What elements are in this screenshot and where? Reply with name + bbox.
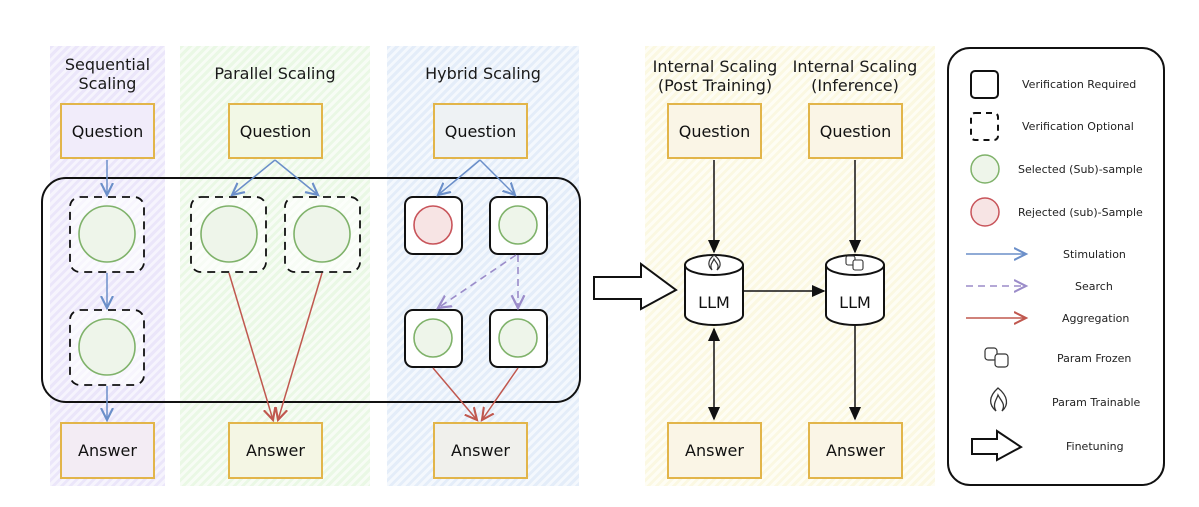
selected-sample-node [78,318,136,376]
frozen-dice-icon [845,255,864,271]
flame-icon [708,254,721,271]
internal-inference-title: Internal Scaling (Inference) [792,57,918,95]
aggregation-arrow [482,367,519,420]
internal-post-answer-box: Answer [667,422,762,479]
legend-label: Finetuning [1066,440,1124,453]
legend-label: Param Trainable [1052,396,1141,409]
internal-inference-question-box: Question [808,103,903,159]
parallel-answer-box: Answer [228,422,323,479]
stimulation-arrow [438,159,481,195]
llm-trainable-label: LLM [698,293,730,312]
legend-label: Selected (Sub)-sample [1018,163,1143,176]
internal-inference-answer-box: Answer [808,422,903,479]
legend-label: Verification Required [1022,78,1137,91]
legend-label: Param Frozen [1057,352,1132,365]
selected-sample-node [78,205,136,263]
llm-frozen-cylinder [825,254,885,326]
rejected-sample-node [413,205,453,245]
legend-label: Search [1075,280,1113,293]
answer-label: Answer [78,441,137,460]
search-arrow [438,254,517,308]
answer-label: Answer [685,441,744,460]
legend-box [947,47,1165,486]
flame-icon [989,387,1008,412]
legend-label: Stimulation [1063,248,1126,261]
stimulation-arrow [232,159,276,195]
external-scaling-container [41,177,581,403]
verification-optional-icon [970,112,999,141]
parallel-question-box: Question [228,103,323,159]
hybrid-question-box: Question [433,103,528,159]
question-label: Question [819,121,892,141]
verification-required-icon [970,70,999,99]
finetuning-arrow [593,262,678,311]
parallel-title: Parallel Scaling [214,64,336,83]
frozen-dice-icon [984,347,1009,368]
internal-post-question-box: Question [667,103,762,159]
stimulation-arrow [479,159,515,195]
sequential-answer-box: Answer [60,422,155,479]
question-label: Question [678,121,751,141]
answer-label: Answer [246,441,305,460]
question-label: Question [444,121,517,141]
internal-post-title: Internal Scaling (Post Training) [652,57,778,95]
hybrid-answer-box: Answer [433,422,528,479]
aggregation-arrow [228,272,273,420]
legend-label: Rejected (sub)-Sample [1018,206,1143,219]
question-label: Question [71,121,144,141]
selected-sample-node [293,205,351,263]
selected-sample-node [200,205,258,263]
answer-label: Answer [451,441,510,460]
selected-sample-node [413,318,453,358]
legend-label: Verification Optional [1022,120,1134,133]
selected-sample-node [498,318,538,358]
finetuning-arrow-icon [971,429,1023,462]
llm-trainable-cylinder [684,254,744,326]
stimulation-arrow [274,159,318,195]
selected-sample-icon [970,154,1000,184]
llm-frozen-label: LLM [839,293,871,312]
sequential-title: Sequential Scaling [64,55,151,93]
selected-sample-node [498,205,538,245]
question-label: Question [239,121,312,141]
aggregation-arrow [278,272,323,420]
rejected-sample-icon [970,197,1000,227]
legend-label: Aggregation [1062,312,1130,325]
sequential-question-box: Question [60,103,155,159]
aggregation-arrow [432,367,477,420]
hybrid-title: Hybrid Scaling [425,64,541,83]
answer-label: Answer [826,441,885,460]
